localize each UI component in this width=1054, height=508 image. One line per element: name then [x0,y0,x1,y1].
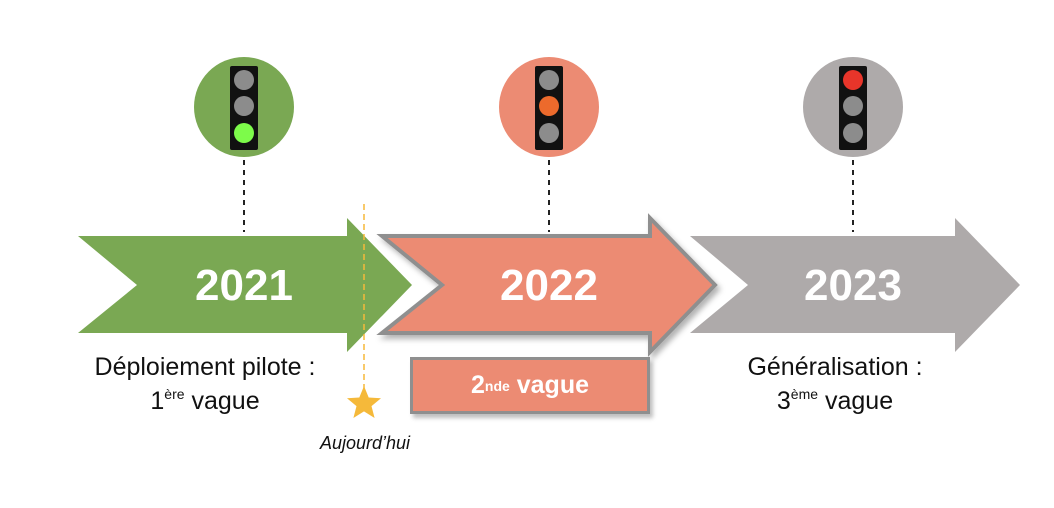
arrow-2023 [690,218,1020,352]
year-label-2022: 2022 [500,261,598,310]
caption-2023-word: vague [818,387,894,415]
star-icon [347,386,381,418]
caption-2021-word: vague [184,387,260,415]
caption-2021: Déploiement pilote : 1ère vague [60,350,350,418]
caption-2023-line2: 3ème vague [700,384,970,418]
traffic-light-green-icon [194,57,294,157]
today-label: Aujourd’hui [319,433,411,453]
arrow-2021 [78,218,412,352]
caption-2021-num: 1 [150,387,165,415]
caption-2021-sup: ère [164,386,185,402]
wave-2-word: vague [509,371,589,399]
year-label-2021: 2021 [195,261,293,310]
caption-2023-num: 3 [776,387,791,415]
wave-2-num: 2 [471,371,485,399]
caption-2021-line1: Déploiement pilote : [94,353,316,381]
caption-2021-line2: 1ère vague [60,384,350,418]
caption-2023-line1: Généralisation : [747,353,923,381]
arrow-2022 [376,213,718,357]
year-label-2023: 2023 [804,261,902,310]
caption-2023-sup: ème [790,386,819,402]
traffic-light-orange-icon [499,57,599,157]
caption-2023: Généralisation : 3ème vague [700,350,970,418]
traffic-light-red-icon [803,57,903,157]
